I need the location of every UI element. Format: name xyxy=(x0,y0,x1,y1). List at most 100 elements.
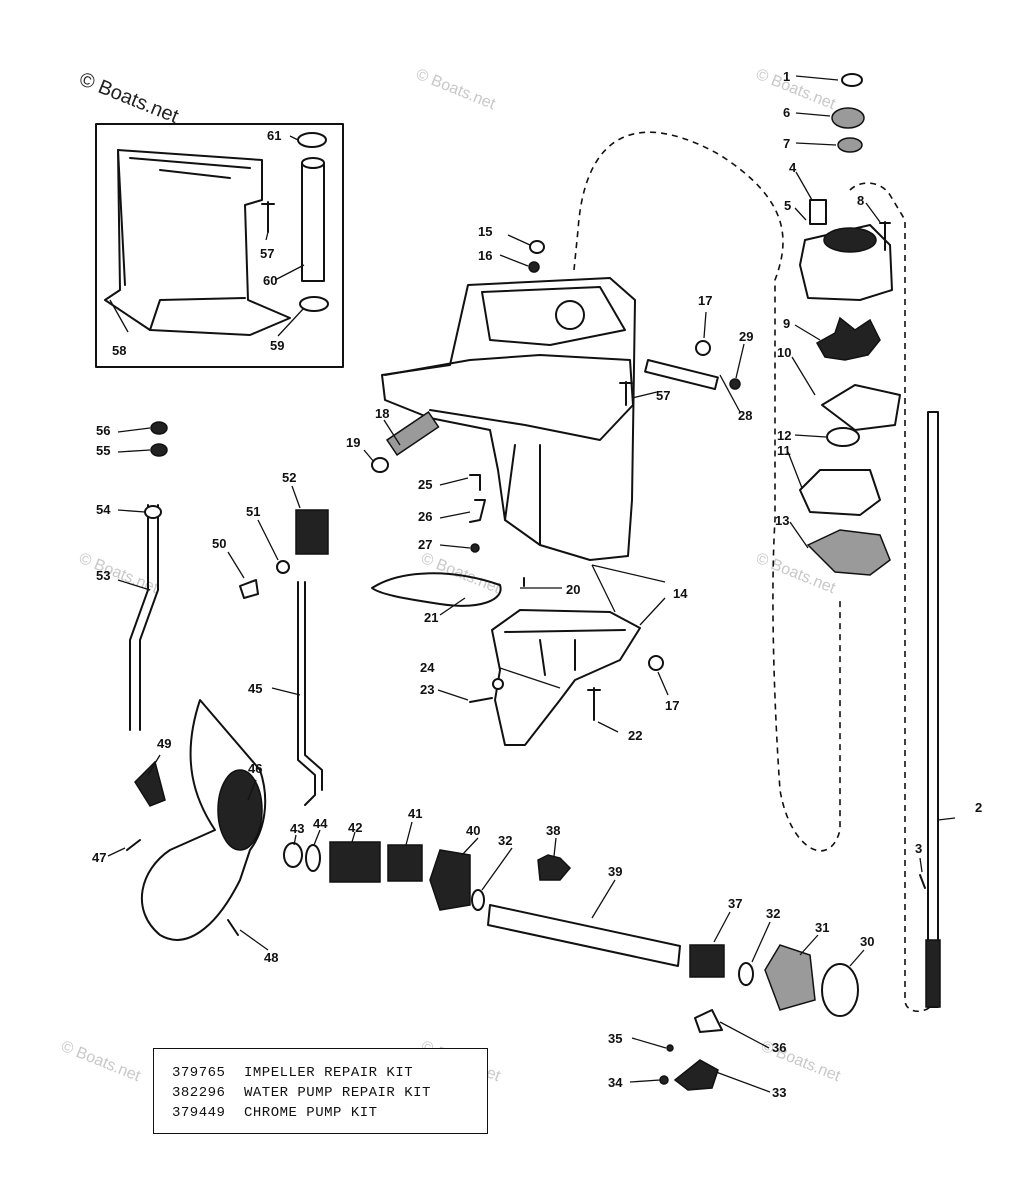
impeller xyxy=(815,316,881,361)
washer-43 xyxy=(283,842,303,868)
pinion-38 xyxy=(537,854,572,881)
callout: 12 xyxy=(777,428,791,443)
seal-61 xyxy=(297,132,327,148)
callout: 29 xyxy=(739,329,753,344)
pin-35 xyxy=(666,1044,674,1052)
leader-lines xyxy=(107,75,956,1093)
gear-40 xyxy=(429,849,471,911)
screw-57-inset xyxy=(261,201,275,233)
callout: 10 xyxy=(777,345,791,360)
callout: 2 xyxy=(975,800,982,815)
pin-3 xyxy=(919,874,926,889)
cam-36 xyxy=(694,1009,723,1033)
callout: 16 xyxy=(478,248,492,263)
callout: 34 xyxy=(608,1075,623,1090)
callout: 56 xyxy=(96,423,110,438)
seal-12 xyxy=(826,427,860,447)
screw-50 xyxy=(239,579,259,599)
gearcase-housing xyxy=(381,277,636,561)
bearing-housing-42 xyxy=(329,841,381,883)
propeller-shaft-39 xyxy=(487,904,681,967)
seal-1 xyxy=(841,73,863,87)
nut-56 xyxy=(150,421,168,435)
callout: 7 xyxy=(783,136,790,151)
callout: 44 xyxy=(313,816,328,831)
callout: 31 xyxy=(815,920,829,935)
callout: 24 xyxy=(420,660,435,675)
callout: 9 xyxy=(783,316,790,331)
pump-housing xyxy=(799,224,893,301)
nut-55 xyxy=(150,443,168,457)
shift-rod-53 xyxy=(129,504,159,731)
callout: 28 xyxy=(738,408,752,423)
callout: 21 xyxy=(424,610,438,625)
callout: 43 xyxy=(290,821,304,836)
callout: 60 xyxy=(263,273,277,288)
callout: 18 xyxy=(375,406,389,421)
drive-shaft xyxy=(925,411,941,1008)
seal-7 xyxy=(837,137,863,153)
pin-34 xyxy=(659,1075,669,1085)
callout: 27 xyxy=(418,537,432,552)
callout: 53 xyxy=(96,568,110,583)
callout: 55 xyxy=(96,443,110,458)
callout: 57 xyxy=(656,388,670,403)
shift-rod-45 xyxy=(297,581,323,806)
callout: 32 xyxy=(766,906,780,921)
clutch-dog-37 xyxy=(689,944,725,978)
callout: 40 xyxy=(466,823,480,838)
callout: 47 xyxy=(92,850,106,865)
callout: 30 xyxy=(860,934,874,949)
screw-57 xyxy=(619,381,633,406)
pin-48 xyxy=(227,919,239,936)
screw-29 xyxy=(729,378,741,390)
callout: 58 xyxy=(112,343,126,358)
screw-8 xyxy=(879,221,891,251)
callout: 52 xyxy=(282,470,296,485)
propeller xyxy=(141,699,267,941)
lower-gearcase xyxy=(491,609,641,746)
grommet-15 xyxy=(529,240,545,254)
callout: 1 xyxy=(783,69,790,84)
screw-27 xyxy=(470,543,480,553)
callout: 36 xyxy=(772,1040,786,1055)
callout: 19 xyxy=(346,435,360,450)
callout: 8 xyxy=(857,193,864,208)
callout: 26 xyxy=(418,509,432,524)
clip-25 xyxy=(469,474,481,491)
screw-22 xyxy=(587,687,601,721)
callout: 20 xyxy=(566,582,580,597)
repair-kit-list: 379765 IMPELLER REPAIR KIT 382296 WATER … xyxy=(153,1048,488,1134)
pump-plate-11 xyxy=(799,469,881,516)
bearing-30 xyxy=(821,963,859,1017)
callout: 6 xyxy=(783,105,790,120)
plug-17-upper xyxy=(695,340,711,356)
kit-description: IMPELLER REPAIR KIT xyxy=(244,1065,414,1081)
callout: 61 xyxy=(267,128,281,143)
kit-description: CHROME PUMP KIT xyxy=(244,1105,378,1121)
oring-44 xyxy=(305,844,321,872)
callout: 42 xyxy=(348,820,362,835)
shift-lever-33 xyxy=(673,1059,719,1091)
callout: 50 xyxy=(212,536,226,551)
callout-labels: 1 2 3 4 5 6 7 8 9 10 11 12 13 14 15 16 1… xyxy=(92,69,982,1100)
callout: 11 xyxy=(777,443,791,458)
callout: 25 xyxy=(418,477,432,492)
callout: 46 xyxy=(248,761,262,776)
gasket-13 xyxy=(806,529,891,576)
callout: 15 xyxy=(478,224,492,239)
callout: 48 xyxy=(264,950,278,965)
callout: 4 xyxy=(789,160,797,175)
kit-number: 379449 xyxy=(172,1105,226,1121)
kit-row: 379765 IMPELLER REPAIR KIT xyxy=(172,1063,487,1083)
callout: 3 xyxy=(915,841,922,856)
exhaust-tube xyxy=(301,157,325,282)
callout: 13 xyxy=(775,513,789,528)
callout: 57 xyxy=(260,246,274,261)
grommet-6 xyxy=(831,107,865,129)
callout: 39 xyxy=(608,864,622,879)
sleeve-4 xyxy=(809,199,827,225)
callout: 59 xyxy=(270,338,284,353)
callout: 14 xyxy=(673,586,688,601)
